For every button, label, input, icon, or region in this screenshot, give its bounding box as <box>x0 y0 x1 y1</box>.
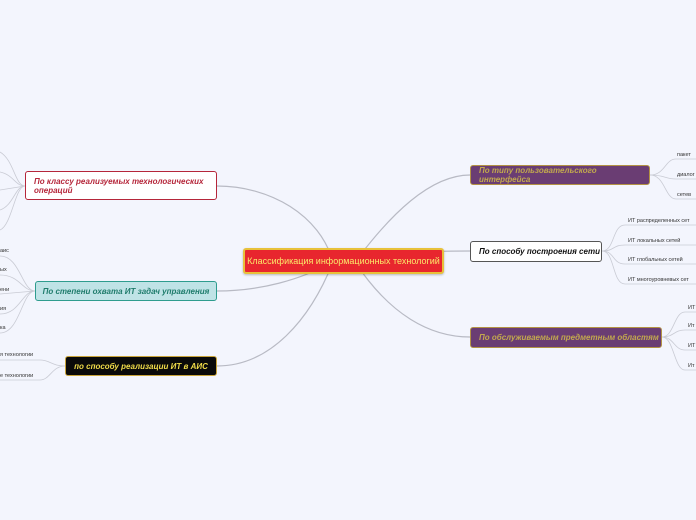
leaf-scope-4[interactable]: ия <box>0 306 7 312</box>
branch-by-ui[interactable]: По типу пользовательского интерфейса <box>470 165 650 185</box>
leaf-scope-2[interactable]: ых <box>0 267 7 273</box>
branch-by-domain[interactable]: По обслуживаемым предметным областям <box>470 327 662 348</box>
leaf-domain-3[interactable]: ИТ <box>688 343 696 349</box>
leaf-network-2[interactable]: ИТ локальных сетей <box>628 238 681 244</box>
leaf-domain-2[interactable]: Ит <box>688 323 695 329</box>
central-topic[interactable]: Классификация информационных технологий <box>243 248 444 274</box>
leaf-impl-2[interactable]: е технологии <box>0 373 34 379</box>
branch-by-network[interactable]: По способу построения сети <box>470 241 602 262</box>
leaf-scope-3[interactable]: ени <box>0 287 10 293</box>
link-class <box>216 185 334 263</box>
link-domain <box>354 261 471 338</box>
leaf-ui-3[interactable]: сетев <box>677 192 692 198</box>
leaf-network-1[interactable]: ИТ распределенных сет <box>628 218 690 224</box>
leaf-scope-1[interactable]: аис <box>0 248 9 254</box>
leaf-ui-1[interactable]: пакет <box>677 152 691 158</box>
branch-by-scope[interactable]: По степени охвата ИТ задач управления <box>35 281 217 301</box>
leaf-network-3[interactable]: ИТ глобальных сетей <box>628 257 683 263</box>
leaf-domain-1[interactable]: ИТ <box>688 305 696 311</box>
branch-by-class[interactable]: По классу реализуемых технологических оп… <box>25 171 217 200</box>
branch-by-implementation[interactable]: по способу реализации ИТ в АИС <box>65 356 217 376</box>
leaf-impl-1[interactable]: я технологии <box>0 352 34 358</box>
leaf-scope-5[interactable]: ка <box>0 325 6 331</box>
leaf-network-4[interactable]: ИТ многоуровневых сет <box>628 277 689 283</box>
leaf-ui-2[interactable]: диалог <box>677 172 695 178</box>
leaf-domain-4[interactable]: Ит <box>688 363 695 369</box>
link-impl <box>216 261 334 367</box>
link-ui <box>354 174 471 263</box>
